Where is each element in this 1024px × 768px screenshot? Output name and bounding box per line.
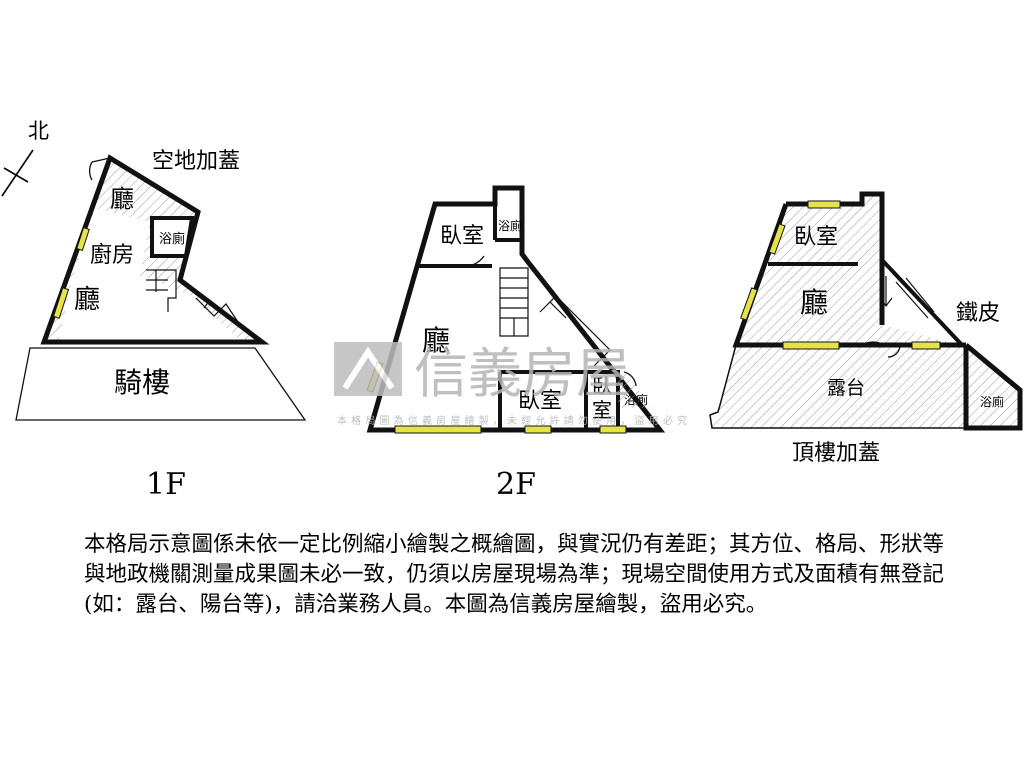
floor-1-door-icon [88,157,111,181]
floor-roof-hatched-area [736,194,1020,428]
floor-roof-room-bathroom: 浴廁 [980,394,1004,409]
floor-roof-caption: 頂樓加蓋 [792,441,880,466]
window-icon [394,425,482,434]
floor-1-stairs-icon [146,269,177,312]
floor-roof-stair-area [880,270,930,325]
floor-1-stairs-2-icon [195,297,239,323]
floor-1-room-living-main: 廳 [74,285,100,315]
floor-roof-room-bedroom: 臥室 [794,225,838,250]
floor-2-room-living: 廳 [422,324,450,357]
window-icon [76,226,90,252]
north-compass-icon: 北 [1,119,49,197]
watermark-logo-mark [342,346,395,390]
window-icon [740,287,758,321]
floor-1-room-kitchen: 廚房 [90,243,134,268]
floor-roof-stairs-icon [879,276,935,319]
floor-1-caption: 1F [146,467,186,502]
floor-2-room-bedroom-top: 臥室 [440,224,484,249]
floor-2-door-icon [459,255,637,387]
floor-2-room-bedroom-bottom: 臥室 [518,389,562,414]
window-icon [524,425,552,434]
floor-2-room-bathroom-bottom: 浴廁 [624,392,648,407]
floor-2-floor-area [370,188,660,430]
window-icon [782,341,840,350]
floor-2-room-bathroom-top: 浴廁 [498,218,522,233]
floor-roof-interior-walls [768,258,964,347]
floor-2-plan: 臥室 浴廁 廳 臥室 臥室 浴廁 2F [366,185,666,502]
floor-plan-diagram: 北 空地加蓋 廳 廚房 浴廁 廳 騎樓 1F 臥室 浴 [1,119,1023,502]
window-icon [768,223,786,255]
floor-1-note: 空地加蓋 [152,149,240,174]
floor-roof-door-icon [861,341,901,358]
window-icon [807,200,841,209]
floor-roof-room-terrace: 露台 [827,377,865,399]
floor-2-stairs-2-icon [539,295,611,367]
floor-2-bedroom-walls [418,204,522,268]
floor-2-stairs-icon [499,267,529,337]
window-icon [599,425,627,434]
floor-1-room-living-top: 廳 [110,185,134,213]
floor-roof-room-iron-sheet: 鐵皮 [956,301,1000,326]
window-icon [52,287,70,319]
floor-2-caption: 2F [496,467,536,502]
floor-roof-room-living: 廳 [800,286,828,319]
floor-1-room-arcade: 騎樓 [114,366,170,399]
watermark-notice: 本格局圖為信義房屋繪製，未經允許請勿使用，盜用必究 [337,414,687,427]
compass-label: 北 [28,119,49,143]
window-icon [911,341,941,350]
floor-1-arcade-area [15,347,307,421]
floor-roof-terrace-outline [709,344,966,429]
floor-roof-terrace-area [710,345,966,428]
floor-1-plan: 空地加蓋 廳 廚房 浴廁 廳 騎樓 1F [15,149,307,502]
floor-1-room-bathroom: 浴廁 [159,231,185,247]
floor-1-open-area [58,208,242,342]
disclaimer-text: 本格局示意圖係未依一定比例縮小繪製之概繪圖，與實況仍有差距；其方位、格局、形狀等… [84,532,945,617]
watermark-brand: 信義房屋 [414,342,630,405]
floor-2-room-bedroom-small: 臥室 [592,374,612,422]
floor-2-bathroom-hatch [618,372,652,408]
watermark: 信義房屋 本格局圖為信義房屋繪製，未經允許請勿使用，盜用必究 [334,342,687,427]
floor-roof-plan: 臥室 廳 露台 浴廁 鐵皮 頂樓加蓋 [709,191,1023,466]
